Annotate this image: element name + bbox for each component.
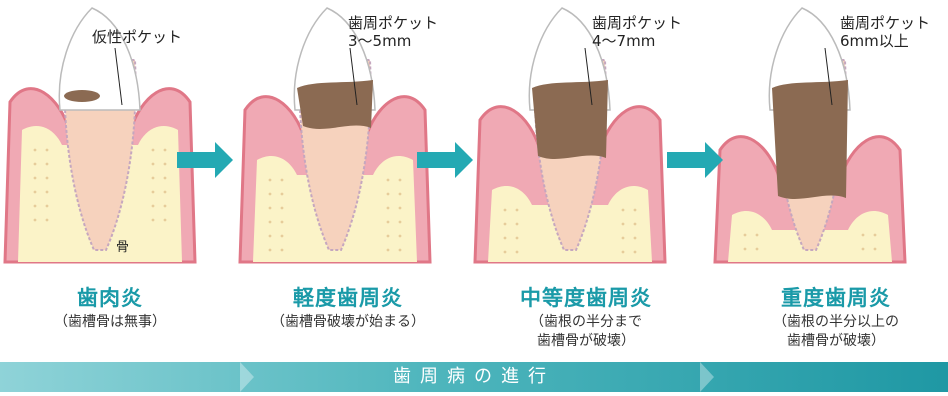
bone-dot-r-3 [622,251,625,254]
bone-dot-l-3 [516,251,519,254]
bone-dot-l-1 [34,149,37,152]
bone-dot-r-2 [399,179,402,182]
bone-dot-l-3 [516,223,519,226]
bone-dot-l-1 [46,205,49,208]
bone-dot-r-2 [399,207,402,210]
bone-dot-l-3 [516,209,519,212]
callout-pocket-moderate: 歯周ポケット 4～7mm [592,14,682,50]
bone-dot-l-2 [281,221,284,224]
bone-dot-l-4 [744,248,747,251]
bone-dot-l-1 [46,191,49,194]
bone-dot-r-1 [164,163,167,166]
stage-title-mild: 軽度歯周炎 [238,282,458,312]
bone-dot-l-2 [269,193,272,196]
bone-dot-r-2 [387,179,390,182]
bone-dot-l-3 [504,209,507,212]
bone-dot-l-1 [34,163,37,166]
bone-dot-l-2 [281,193,284,196]
stage-note-mild: （歯槽骨破壊が始まる） [238,313,458,332]
bone-dot-l-4 [756,248,759,251]
bone-dot-l-1 [46,163,49,166]
bone-dot-r-2 [387,235,390,238]
bone-dot-l-2 [269,179,272,182]
bone-dot-l-2 [269,249,272,252]
bone-dot-l-1 [34,205,37,208]
bone-dot-r-3 [634,223,637,226]
bone-dot-r-2 [387,207,390,210]
bone-dot-r-4 [862,248,865,251]
bone-dot-r-3 [622,237,625,240]
bone-dot-l-4 [744,234,747,237]
stage-title-severe: 重度歯周炎 [726,282,946,312]
bone-dot-r-3 [634,237,637,240]
stage-title-moderate: 中等度歯周炎 [476,282,696,312]
bone-dot-r-1 [152,219,155,222]
bone-dot-r-2 [399,249,402,252]
plaque-1 [64,90,100,102]
bone-dot-l-1 [34,219,37,222]
bone-dot-r-2 [399,193,402,196]
bone-dot-r-3 [634,209,637,212]
bone-label: 骨 [116,236,129,255]
bone-dot-l-1 [46,177,49,180]
bone-dot-l-2 [281,235,284,238]
bone-dot-r-1 [164,205,167,208]
progress-label: 歯周病の進行 [0,362,948,392]
bone-dot-r-4 [874,234,877,237]
callout-pseudo-pocket: 仮性ポケット [92,28,182,46]
bone-dot-r-1 [152,205,155,208]
bone-dot-r-4 [874,248,877,251]
bone-dot-l-3 [504,223,507,226]
bone-dot-l-1 [46,219,49,222]
bone-dot-r-3 [634,251,637,254]
bone-dot-l-2 [269,221,272,224]
stage-note-severe: （歯根の半分以上の 歯槽骨が破壊） [726,313,946,351]
tartar-3 [532,80,608,159]
bone-dot-l-2 [269,235,272,238]
bone-dot-r-2 [387,249,390,252]
progress-arrow-3 [667,142,723,178]
bone-dot-l-2 [269,207,272,210]
bone-dot-l-1 [34,191,37,194]
bone-dot-r-2 [387,221,390,224]
bone-dot-r-3 [622,223,625,226]
bone-dot-r-1 [164,177,167,180]
stage-note-gingivitis: （歯槽骨は無事） [0,313,220,332]
bone-dot-r-1 [164,191,167,194]
bone-dot-r-2 [399,235,402,238]
bone-dot-l-3 [504,237,507,240]
stage-title-gingivitis: 歯肉炎 [0,282,220,312]
callout-pocket-mild: 歯周ポケット 3～5mm [348,14,438,50]
bone-dot-r-1 [164,219,167,222]
tartar-4 [772,80,848,199]
bone-dot-r-1 [152,191,155,194]
bone-dot-r-1 [152,177,155,180]
callout-pocket-severe: 歯周ポケット 6mm以上 [840,14,930,50]
bone-dot-r-1 [152,149,155,152]
tartar-2 [297,80,373,129]
bone-dot-l-4 [756,234,759,237]
bone-dot-l-3 [516,237,519,240]
bone-dot-r-1 [152,163,155,166]
stage-note-moderate: （歯根の半分まで 歯槽骨が破壊） [476,313,696,351]
bone-dot-r-4 [862,234,865,237]
bone-dot-r-1 [164,149,167,152]
bone-dot-l-2 [281,249,284,252]
bone-dot-l-1 [34,177,37,180]
bone-dot-l-2 [281,207,284,210]
bone-dot-l-1 [46,149,49,152]
bone-dot-l-2 [281,179,284,182]
bone-dot-l-3 [504,251,507,254]
bone-dot-r-2 [387,193,390,196]
bone-dot-r-3 [622,209,625,212]
bone-dot-r-2 [399,221,402,224]
